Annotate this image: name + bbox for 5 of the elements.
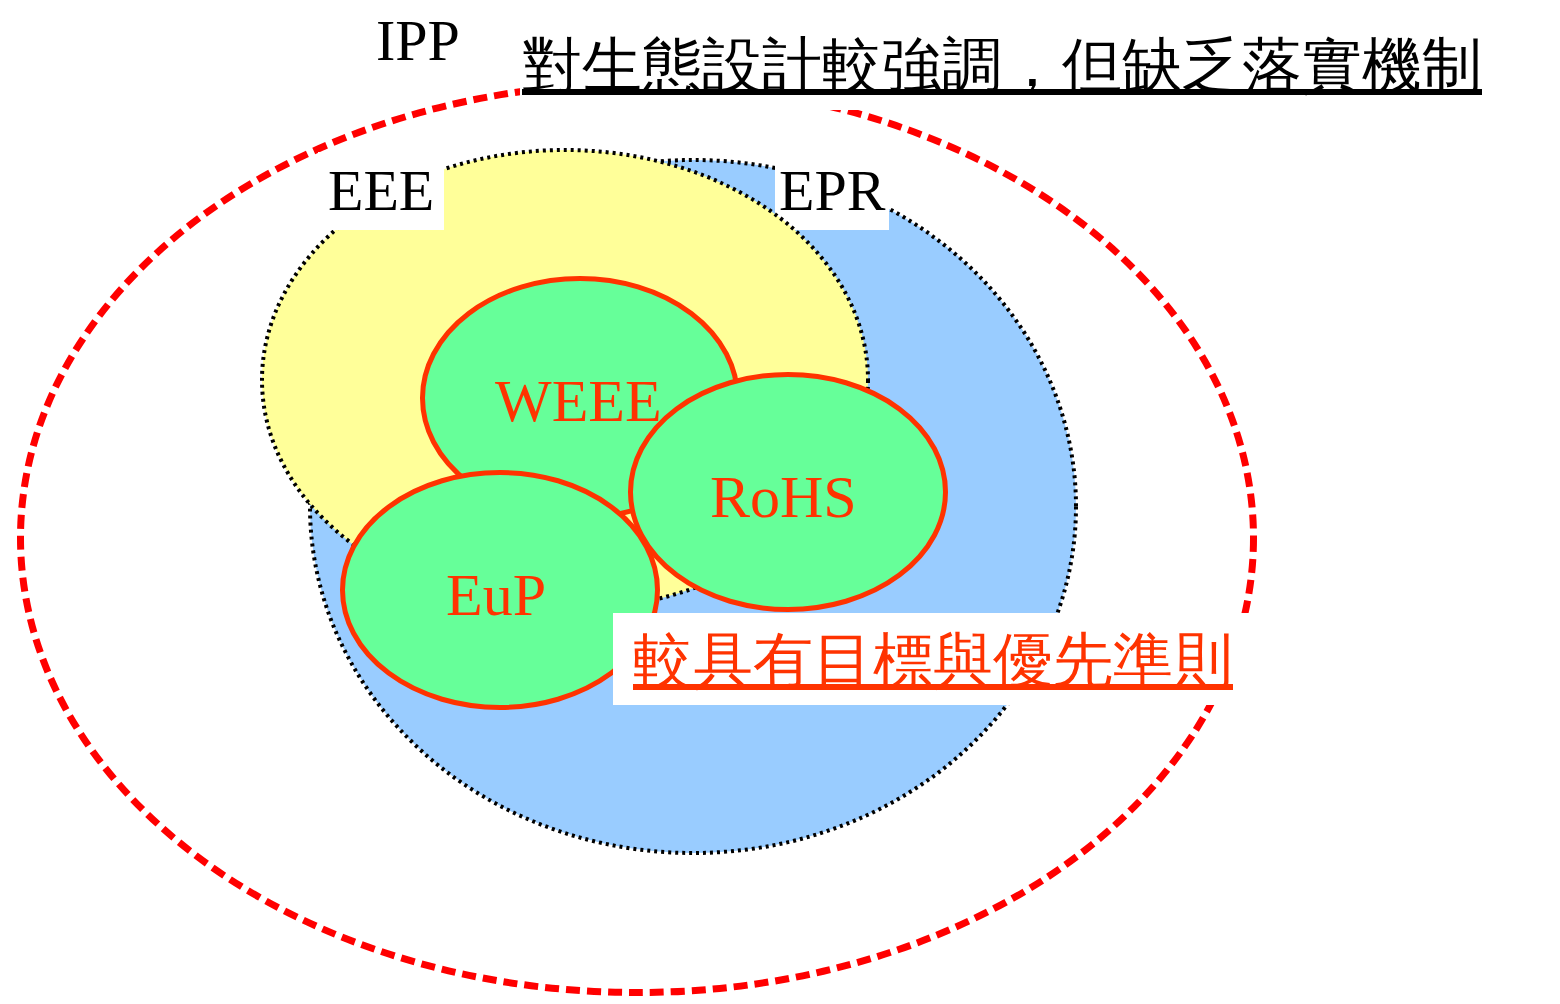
set-label: RoHS [710, 467, 857, 527]
set-label: EEE [318, 152, 445, 230]
note-text: 對生態設計較強調，但缺乏落實機制 [520, 34, 1484, 110]
set-label: WEEE [495, 371, 662, 431]
set-label: EuP [446, 565, 547, 625]
